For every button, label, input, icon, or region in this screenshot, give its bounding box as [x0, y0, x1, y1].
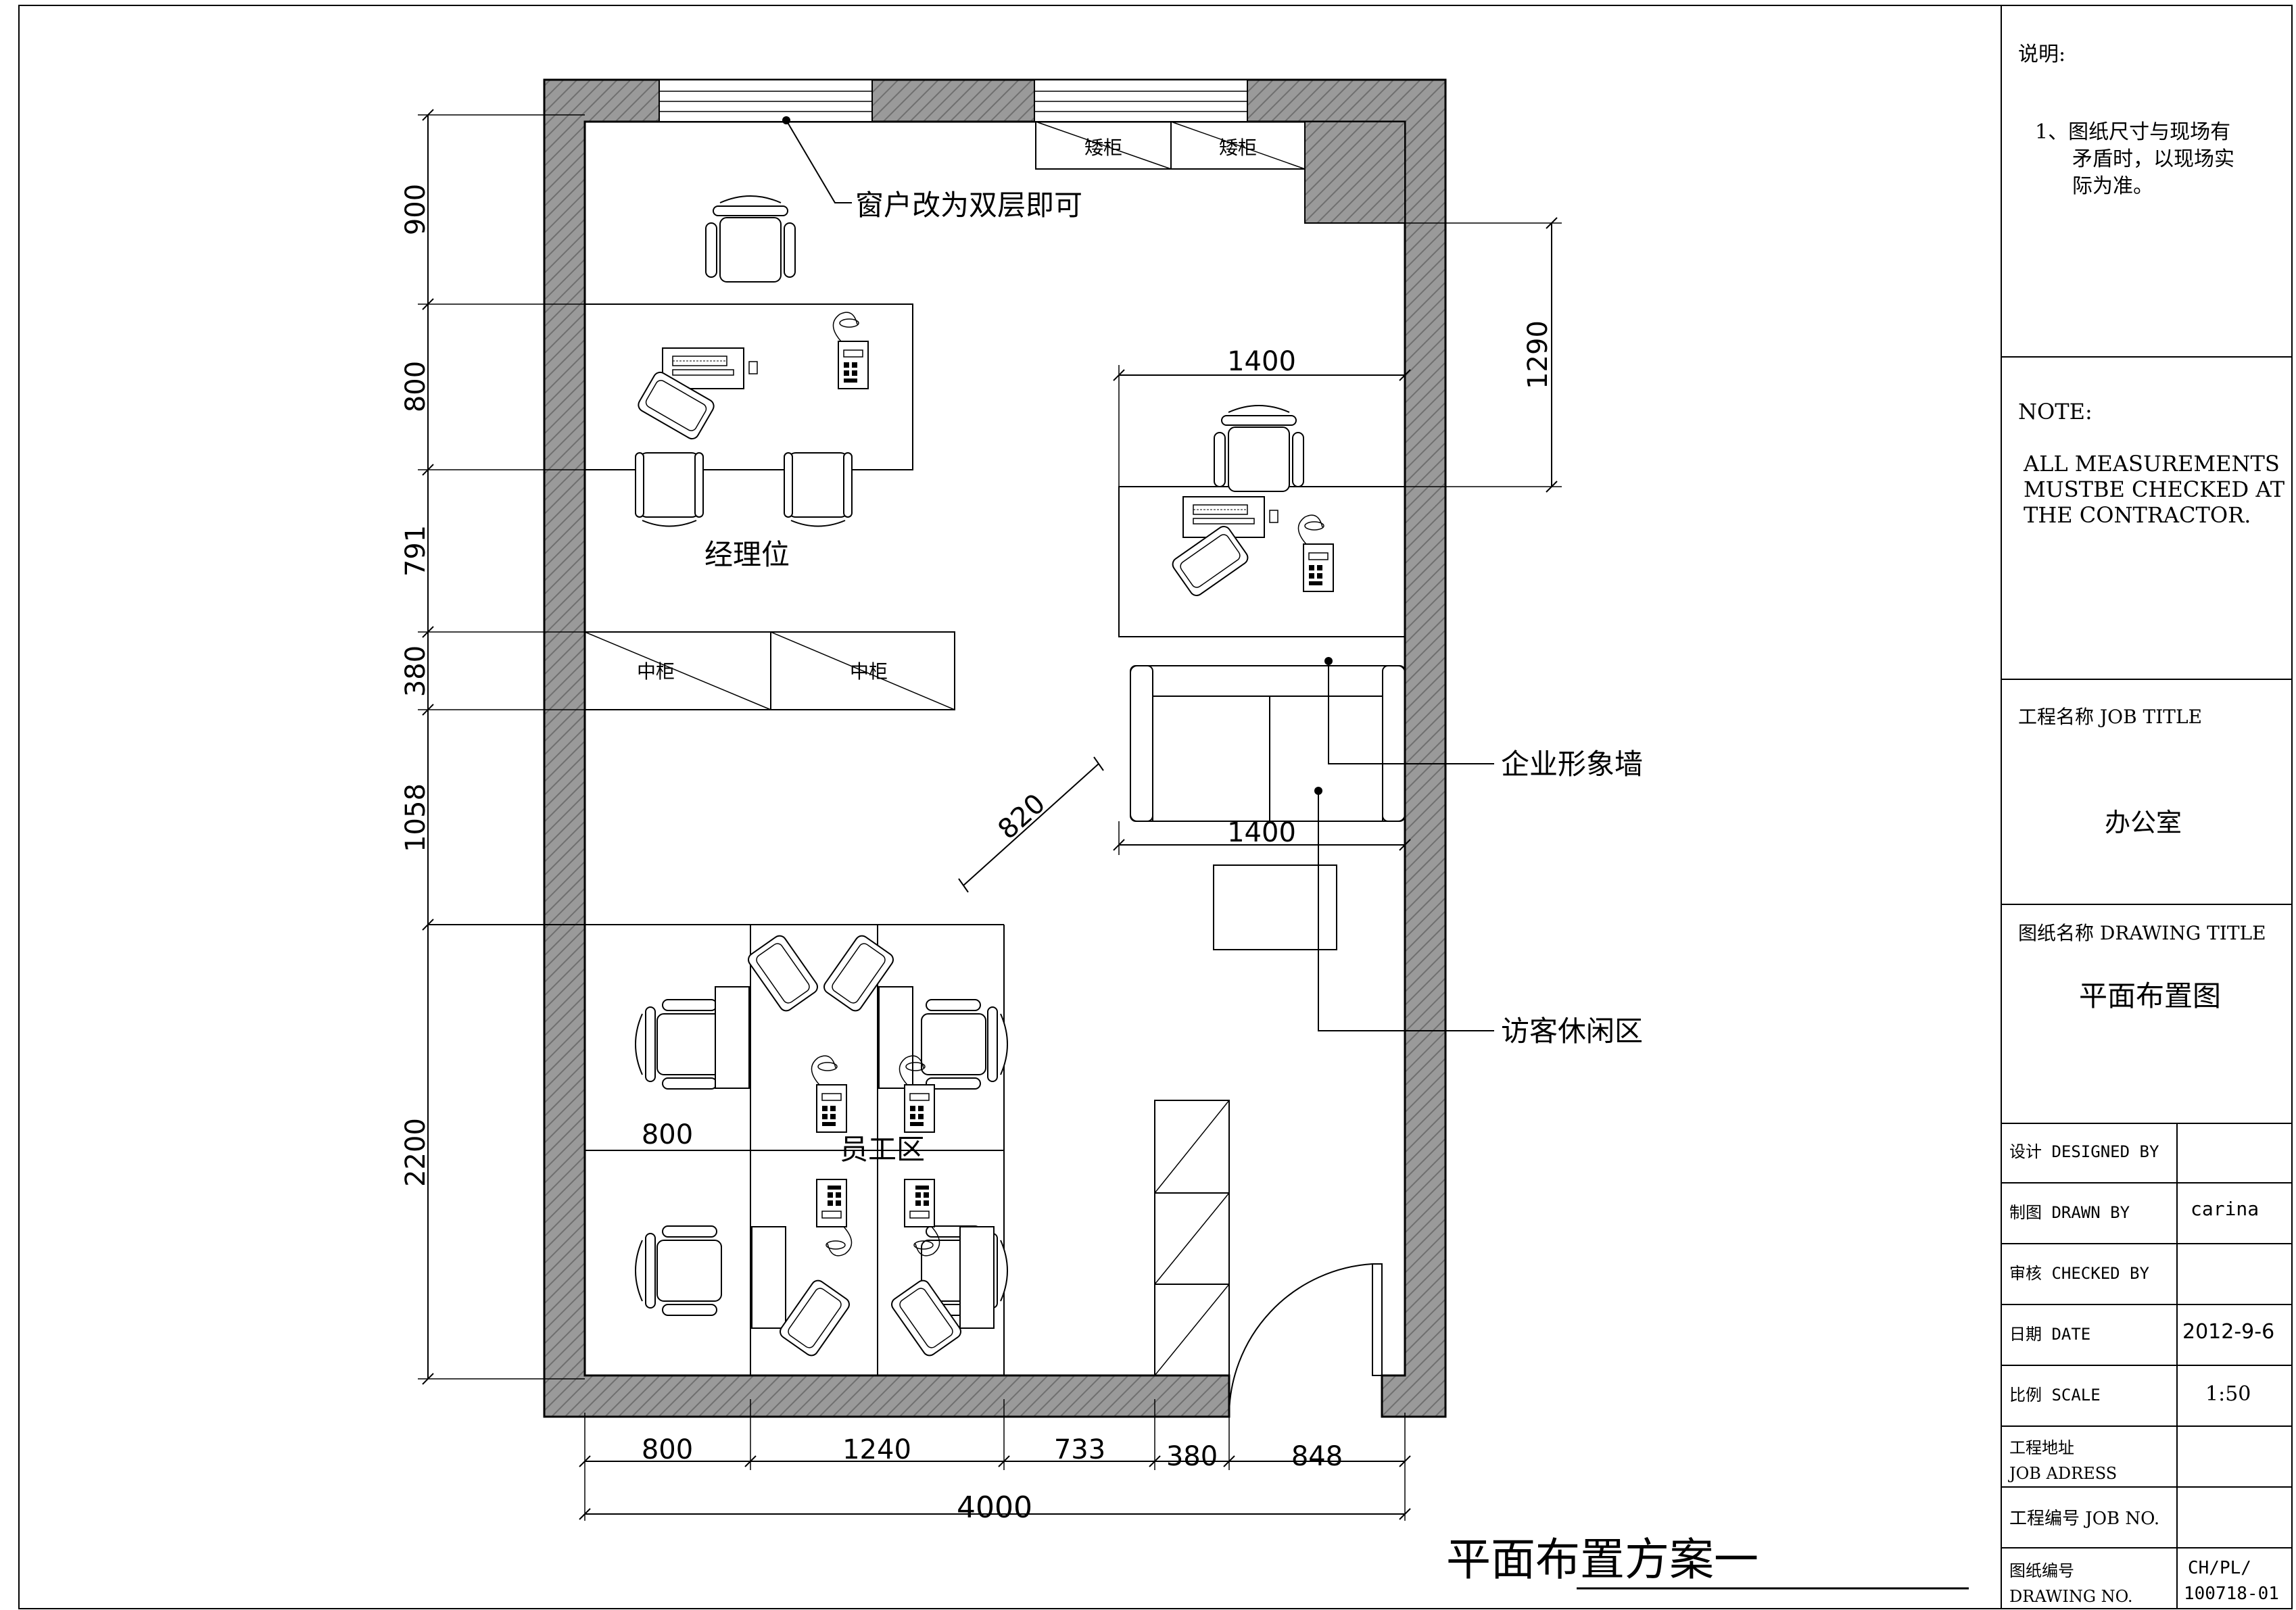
entrance-door — [1228, 1263, 1383, 1417]
mid-cabinet: 中柜 中柜 — [584, 631, 955, 710]
desc-title: 说明: — [2018, 43, 2065, 66]
dim-staff-desk: 800 — [642, 1119, 693, 1150]
dim-left-2: 800 — [400, 361, 431, 412]
drawn-by-label: 制图 DRAWN BY — [2009, 1203, 2130, 1222]
job-title-label: 工程名称 JOB TITLE — [2018, 706, 2202, 728]
designed-by-label: 设计 DESIGNED BY — [2009, 1142, 2159, 1161]
walls — [543, 78, 1447, 1418]
dim-diagonal: 820 — [992, 788, 1052, 846]
low-cabinet-label: 矮柜 — [1084, 137, 1122, 159]
manager-label: 经理位 — [704, 538, 790, 571]
address-label-1: 工程地址 — [2009, 1438, 2074, 1457]
sofa — [1130, 665, 1406, 950]
low-cabinet: 矮柜 矮柜 — [1035, 121, 1306, 170]
dim-left-5: 1058 — [400, 783, 431, 852]
dim-total: 4000 — [957, 1490, 1032, 1525]
staff-label: 员工区 — [840, 1133, 925, 1166]
note-line-1: ALL MEASUREMENTS — [2023, 451, 2280, 477]
plan-title-text: 平面布置方案一 — [1446, 1534, 1759, 1586]
tall-cabinet — [1154, 1100, 1230, 1376]
lounge-note: 访客休闲区 — [1318, 791, 1643, 1048]
dim-bottom-2: 1240 — [842, 1434, 911, 1465]
checked-by-label: 审核 CHECKED BY — [2009, 1264, 2149, 1283]
dimension-texts: 900 800 791 380 1058 2200 800 1240 733 3… — [400, 184, 1554, 1525]
drawing-no-label-2: DRAWING NO. — [2009, 1587, 2133, 1606]
drawing-no-value-1: CH/PL/ — [2188, 1558, 2251, 1578]
note-title: NOTE: — [2018, 399, 2092, 424]
window-note: 窗户改为双层即可 — [782, 116, 1082, 222]
dim-bottom-1: 800 — [642, 1434, 693, 1465]
note-line-2: MUSTBE CHECKED AT — [2024, 477, 2285, 502]
manager-area: 经理位 — [584, 195, 913, 571]
job-title-value: 办公室 — [2105, 808, 2182, 837]
dim-bottom-4: 380 — [1166, 1441, 1218, 1472]
mid-cabinet-label: 中柜 — [850, 660, 888, 683]
dim-right: 1290 — [1523, 320, 1554, 389]
dim-sofa-bottom: 1400 — [1227, 817, 1296, 848]
dim-left-4: 380 — [400, 645, 431, 697]
desc-line-3: 际为准。 — [2072, 174, 2153, 198]
scale-label: 比例 SCALE — [2009, 1386, 2101, 1405]
drawn-by-value: carina — [2191, 1198, 2259, 1220]
staff-area: 员工区 — [428, 924, 1008, 1375]
note-line-3: THE CONTRACTOR. — [2024, 502, 2251, 528]
date-value: 2012-9-6 — [2182, 1320, 2274, 1344]
lounge-label: 访客休闲区 — [1501, 1015, 1643, 1048]
mid-cabinet-label: 中柜 — [637, 660, 675, 683]
low-cabinet-label: 矮柜 — [1219, 137, 1257, 159]
drawing-no-value-2: 100718-01 — [2184, 1584, 2279, 1604]
dim-bottom-5: 848 — [1291, 1441, 1343, 1472]
dimension-lines — [418, 109, 1562, 1521]
address-label-2: JOB ADRESS — [2007, 1464, 2117, 1483]
date-label: 日期 DATE — [2009, 1325, 2090, 1344]
brand-wall-label: 企业形象墙 — [1501, 748, 1643, 781]
scale-value: 1:50 — [2205, 1382, 2251, 1406]
window-note-label: 窗户改为双层即可 — [855, 189, 1082, 222]
dim-left-3: 791 — [400, 525, 431, 577]
dim-left-1: 900 — [400, 184, 431, 235]
reception-desk — [1118, 405, 1406, 665]
window-right — [1034, 79, 1248, 122]
drawing-no-label-1: 图纸编号 — [2009, 1561, 2074, 1580]
dim-left-6: 2200 — [400, 1118, 431, 1187]
dim-bottom-3: 733 — [1054, 1434, 1105, 1465]
drawing-title-label: 图纸名称 DRAWING TITLE — [2018, 922, 2266, 944]
title-block: 说明: 1、图纸尺寸与现场有 矛盾时，以现场实 际为准。 NOTE: ALL M… — [18, 5, 2293, 1609]
window-left — [659, 79, 873, 122]
job-no-label: 工程编号 JOB NO. — [2009, 1509, 2159, 1529]
brand-wall-note: 企业形象墙 — [1328, 661, 1643, 781]
drawing-title-value: 平面布置图 — [2079, 979, 2221, 1013]
desc-line-1: 1、图纸尺寸与现场有 — [2035, 120, 2230, 144]
desc-line-2: 矛盾时，以现场实 — [2072, 147, 2234, 171]
dim-desk-top: 1400 — [1227, 346, 1296, 377]
plan-title: 平面布置方案一 — [1446, 1534, 1969, 1590]
